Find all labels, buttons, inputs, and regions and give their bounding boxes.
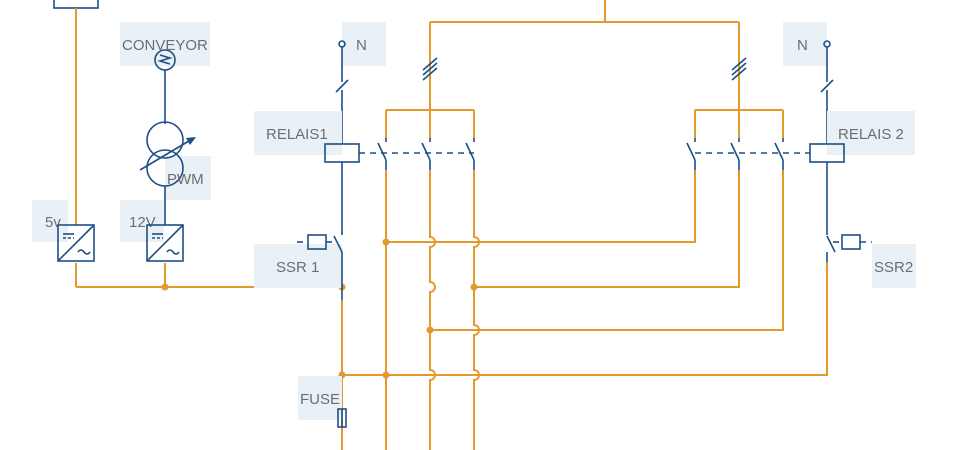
label-bg: [298, 376, 342, 420]
neutral-right: N: [783, 22, 834, 144]
label-bg: [827, 111, 915, 155]
power-supply-icon: [146, 224, 184, 262]
relais1-label: RELAIS1: [266, 126, 328, 143]
phase-mark-right: [731, 57, 747, 81]
label-bg: [32, 200, 68, 242]
psu-12v-label: 12V: [129, 214, 156, 231]
power-supply-icon: [57, 224, 95, 262]
wire-rc-b-return: [474, 170, 740, 288]
wire-lc-c-down: [473, 170, 480, 450]
power-supply-5v: 5v: [32, 200, 95, 262]
junction-dot: [161, 283, 169, 291]
pwm-label: PWM: [167, 171, 204, 188]
conveyor-motor: CONVEYOR: [120, 22, 210, 124]
junction-dot: [382, 238, 390, 246]
neutral-left-label: N: [356, 37, 367, 54]
pwm-transformer: PWM: [139, 121, 211, 225]
ssr-icon: [297, 228, 343, 300]
phase-mark-left: [422, 57, 438, 81]
switch-icon: [820, 79, 834, 93]
contact-switch-icon: [686, 138, 784, 170]
label-bg: [165, 156, 211, 200]
fuse: FUSE: [298, 376, 347, 428]
label-bg: [254, 244, 342, 288]
power-supply-12v: 12V: [120, 200, 184, 262]
relais2-label: RELAIS 2: [838, 126, 904, 143]
neutral-right-label: N: [797, 37, 808, 54]
conveyor-label: CONVEYOR: [122, 37, 208, 54]
label-bg: [872, 244, 916, 288]
label-bg: [120, 200, 164, 242]
ssr-icon: [826, 228, 872, 262]
wire-lc-b-down: [429, 170, 436, 450]
relais2: RELAIS 2: [686, 111, 915, 228]
switch-icon: [335, 79, 349, 93]
label-bg: [254, 111, 342, 155]
wire-rc-a-return: [386, 170, 696, 243]
wire-rc-c-return: [430, 170, 784, 331]
neutral-left: N: [335, 22, 386, 144]
fuse-icon: [337, 408, 347, 428]
wire-bottom-common: [342, 262, 828, 376]
top-left-terminal: [53, 0, 99, 9]
relais1: RELAIS1: [254, 111, 475, 228]
fuse-label: FUSE: [300, 391, 340, 408]
contact-switch-icon: [377, 138, 475, 170]
junction-dot: [382, 371, 390, 379]
junction-dot: [426, 326, 434, 334]
ssr2-label: SSR2: [874, 259, 913, 276]
ssr2: SSR2: [826, 228, 916, 288]
ssr1-label: SSR 1: [276, 259, 319, 276]
label-bg: [783, 22, 827, 66]
label-bg: [342, 22, 386, 66]
junction-dot: [470, 283, 478, 291]
ssr1: SSR 1: [254, 228, 343, 300]
wires: [53, 0, 828, 450]
psu-5v-label: 5v: [45, 214, 61, 231]
three-phase-marks: [422, 57, 747, 81]
